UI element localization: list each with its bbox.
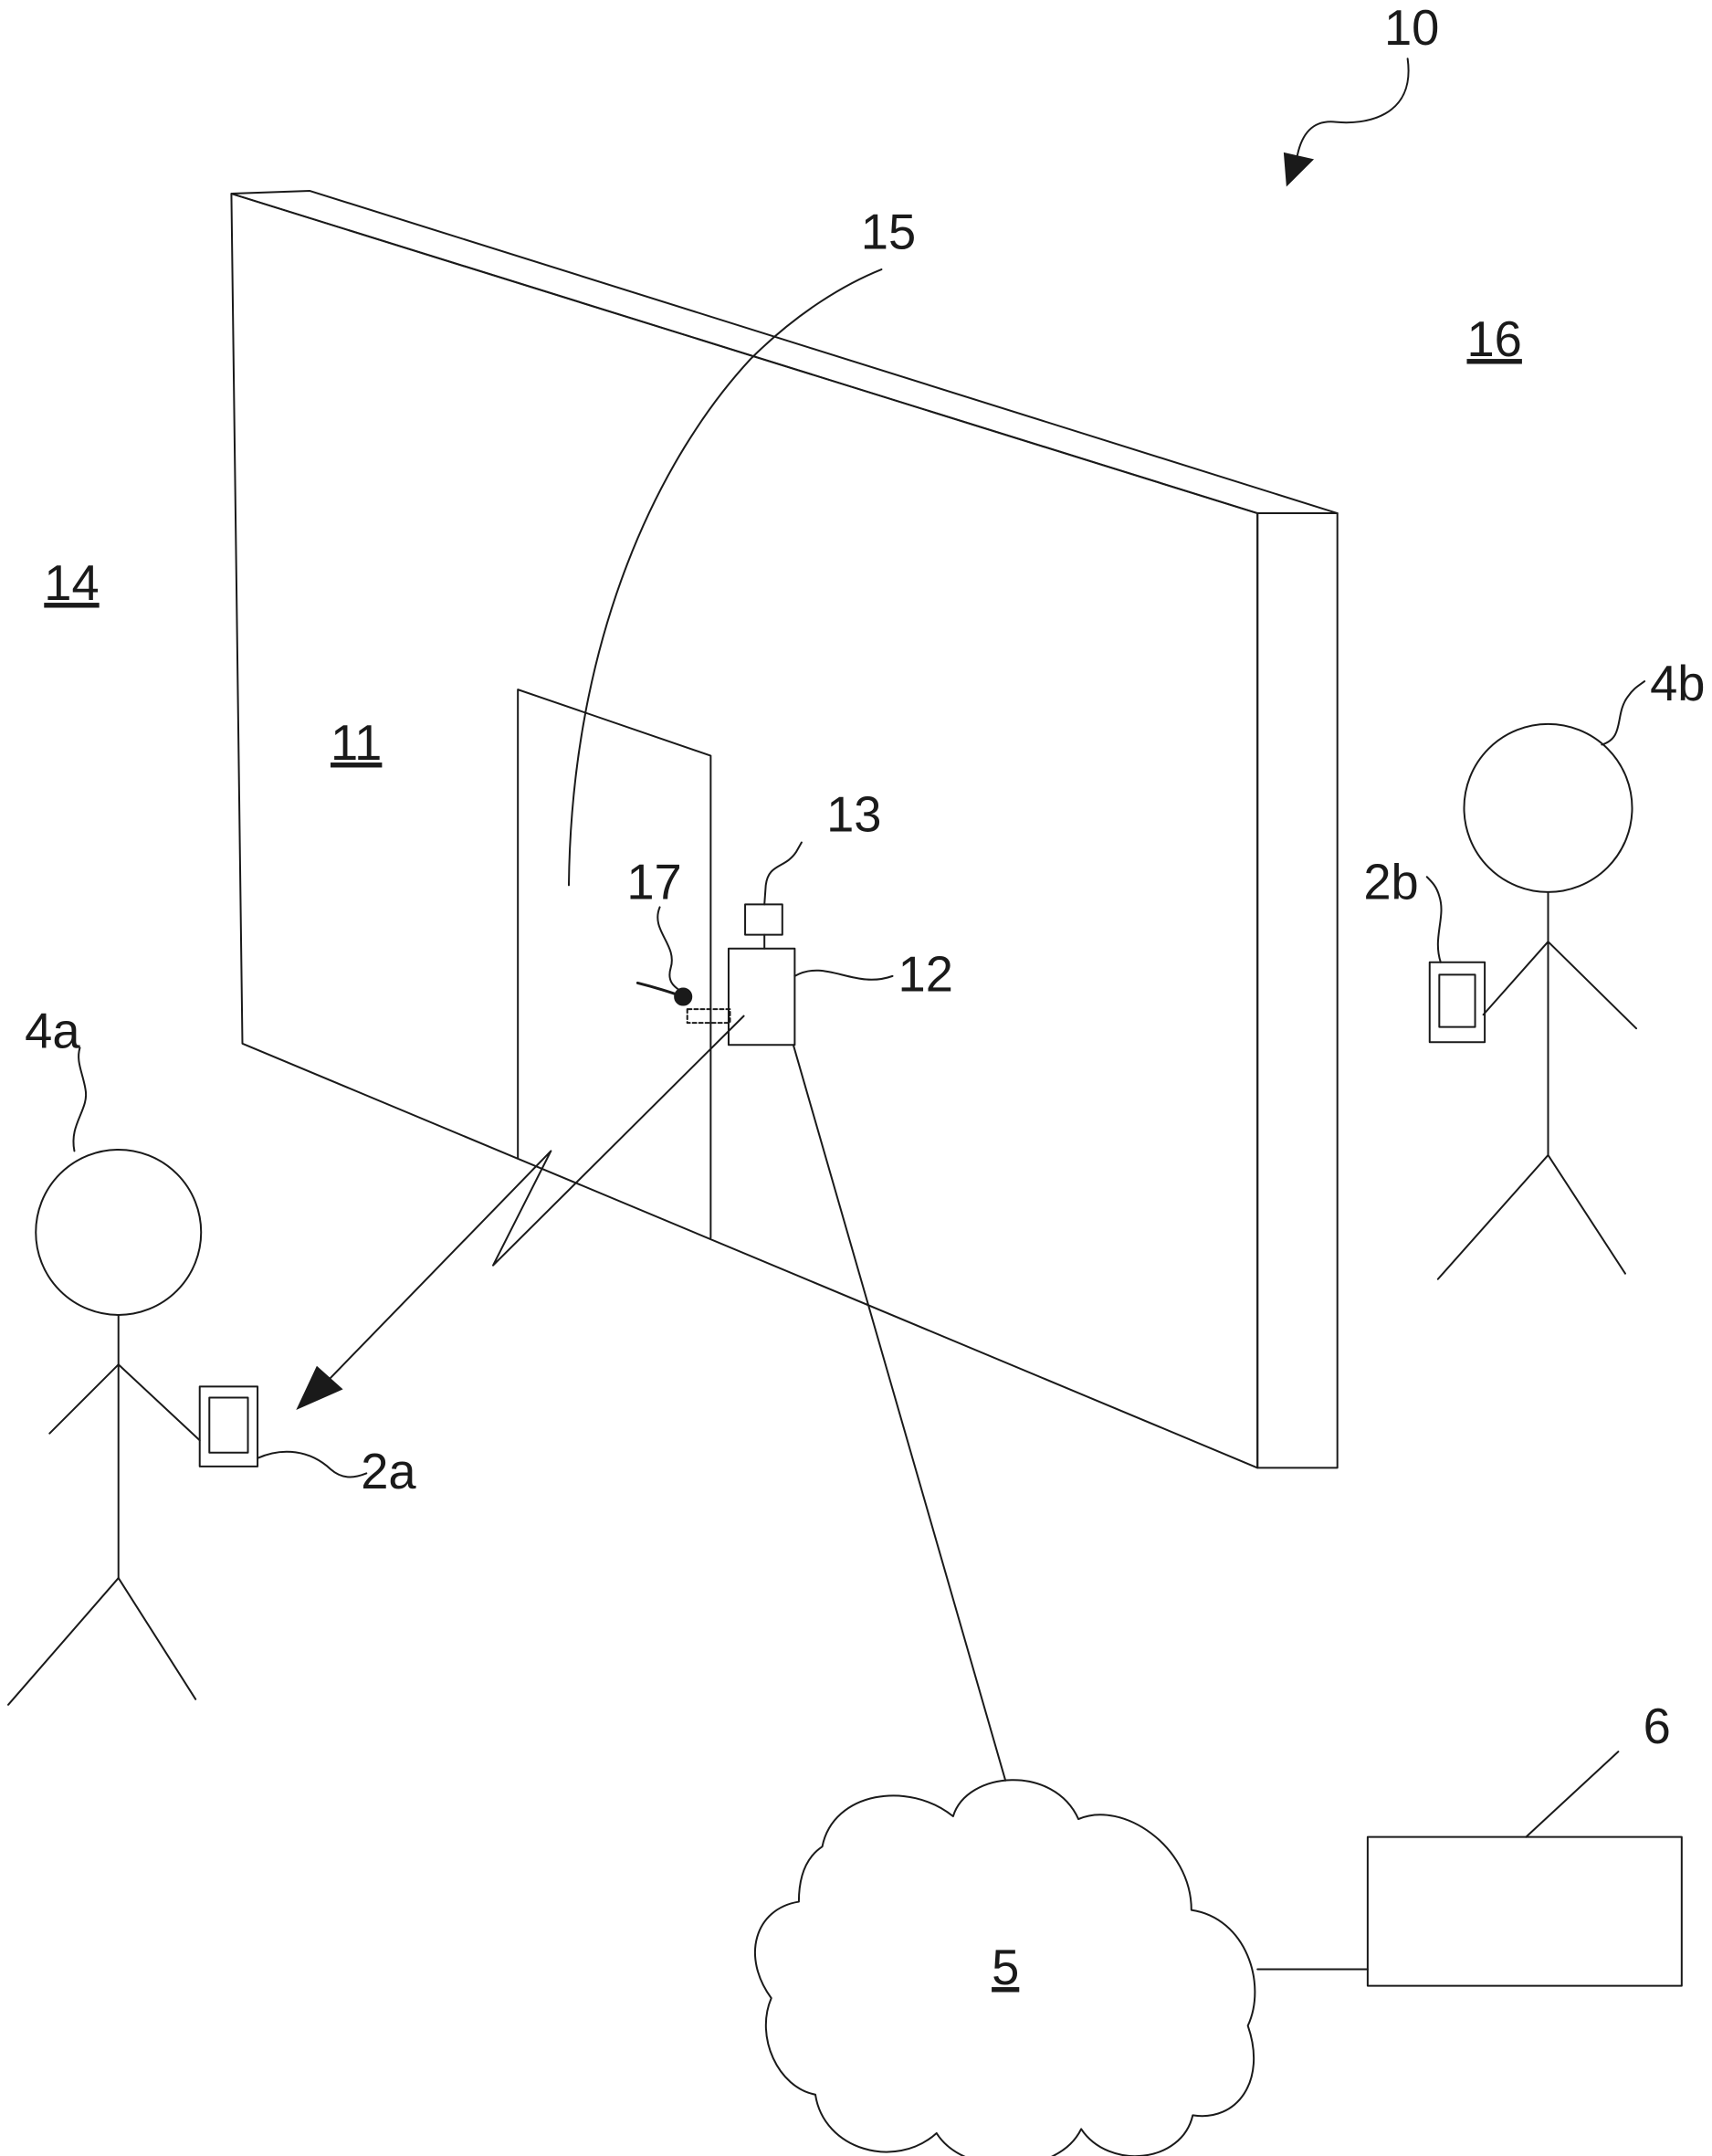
- wall: [231, 191, 1337, 1467]
- label-server: 6: [1644, 1699, 1671, 1754]
- device-a-leader: [257, 1452, 366, 1478]
- user-a-head: [36, 1150, 201, 1315]
- device-a-body: [200, 1386, 257, 1466]
- access-control-device: [729, 843, 893, 1046]
- door: [518, 269, 881, 1237]
- user-b-head: [1464, 724, 1632, 892]
- user-b: [1438, 681, 1644, 1279]
- lock-leader: [657, 907, 678, 990]
- user-a: [8, 1047, 201, 1705]
- user-b-left-leg: [1438, 1155, 1549, 1279]
- server-leader: [1526, 1751, 1618, 1837]
- user-b-right-arm: [1548, 941, 1636, 1028]
- device-b-body: [1430, 962, 1485, 1042]
- label-first-side: 14: [44, 555, 99, 611]
- device-b: [1427, 877, 1485, 1042]
- user-a-right-leg: [119, 1578, 195, 1699]
- door-swing-arc: [569, 269, 881, 885]
- user-a-leader: [73, 1047, 86, 1151]
- label-wall: 11: [331, 715, 382, 771]
- label-access-control-device: 12: [898, 946, 953, 1002]
- label-camera: 13: [826, 786, 881, 842]
- device-body: [729, 949, 794, 1046]
- label-network: 5: [992, 1940, 1019, 1995]
- wireless-link-line: [317, 1016, 744, 1393]
- lock: [637, 907, 730, 1023]
- camera-body: [745, 904, 782, 934]
- device-b-leader: [1427, 877, 1442, 962]
- server: [1368, 1751, 1682, 1985]
- label-device-b: 2b: [1363, 854, 1418, 910]
- system-arrowhead: [1283, 152, 1315, 187]
- device-leader: [794, 971, 892, 980]
- device-a: [200, 1386, 367, 1477]
- label-door: 15: [861, 204, 916, 259]
- lock-bolt: [688, 1009, 730, 1023]
- user-b-leader: [1602, 681, 1644, 744]
- wall-side-edge: [1257, 513, 1337, 1467]
- reference-labels: 10 15 16 14 11 4b 13 2b 17 12 4a 2a 6 5: [25, 0, 1705, 1995]
- device-a-screen: [209, 1397, 247, 1452]
- lock-knob: [675, 988, 691, 1004]
- label-device-a: 2a: [361, 1444, 416, 1499]
- label-user-a: 4a: [25, 1003, 80, 1058]
- device-b-screen: [1439, 974, 1475, 1026]
- user-a-left-leg: [8, 1578, 119, 1705]
- network-link: [793, 1045, 1005, 1781]
- wall-top-edge: [231, 191, 1337, 513]
- wall-face: [231, 194, 1257, 1467]
- user-a-left-arm: [49, 1364, 118, 1433]
- wireless-link: [296, 1016, 744, 1411]
- label-user-b: 4b: [1650, 656, 1705, 711]
- network-cloud: [755, 1780, 1255, 2156]
- door-frame: [518, 689, 710, 1237]
- user-b-left-arm: [1484, 941, 1549, 1015]
- user-b-right-leg: [1548, 1155, 1624, 1274]
- server-body: [1368, 1837, 1682, 1986]
- label-lock: 17: [626, 854, 681, 910]
- label-system: 10: [1384, 0, 1439, 56]
- wireless-arrowhead: [296, 1365, 343, 1411]
- system-pointer-arrow: [1297, 58, 1409, 155]
- label-second-side: 16: [1466, 311, 1521, 367]
- camera-leader: [764, 843, 802, 905]
- user-a-right-arm: [119, 1364, 200, 1440]
